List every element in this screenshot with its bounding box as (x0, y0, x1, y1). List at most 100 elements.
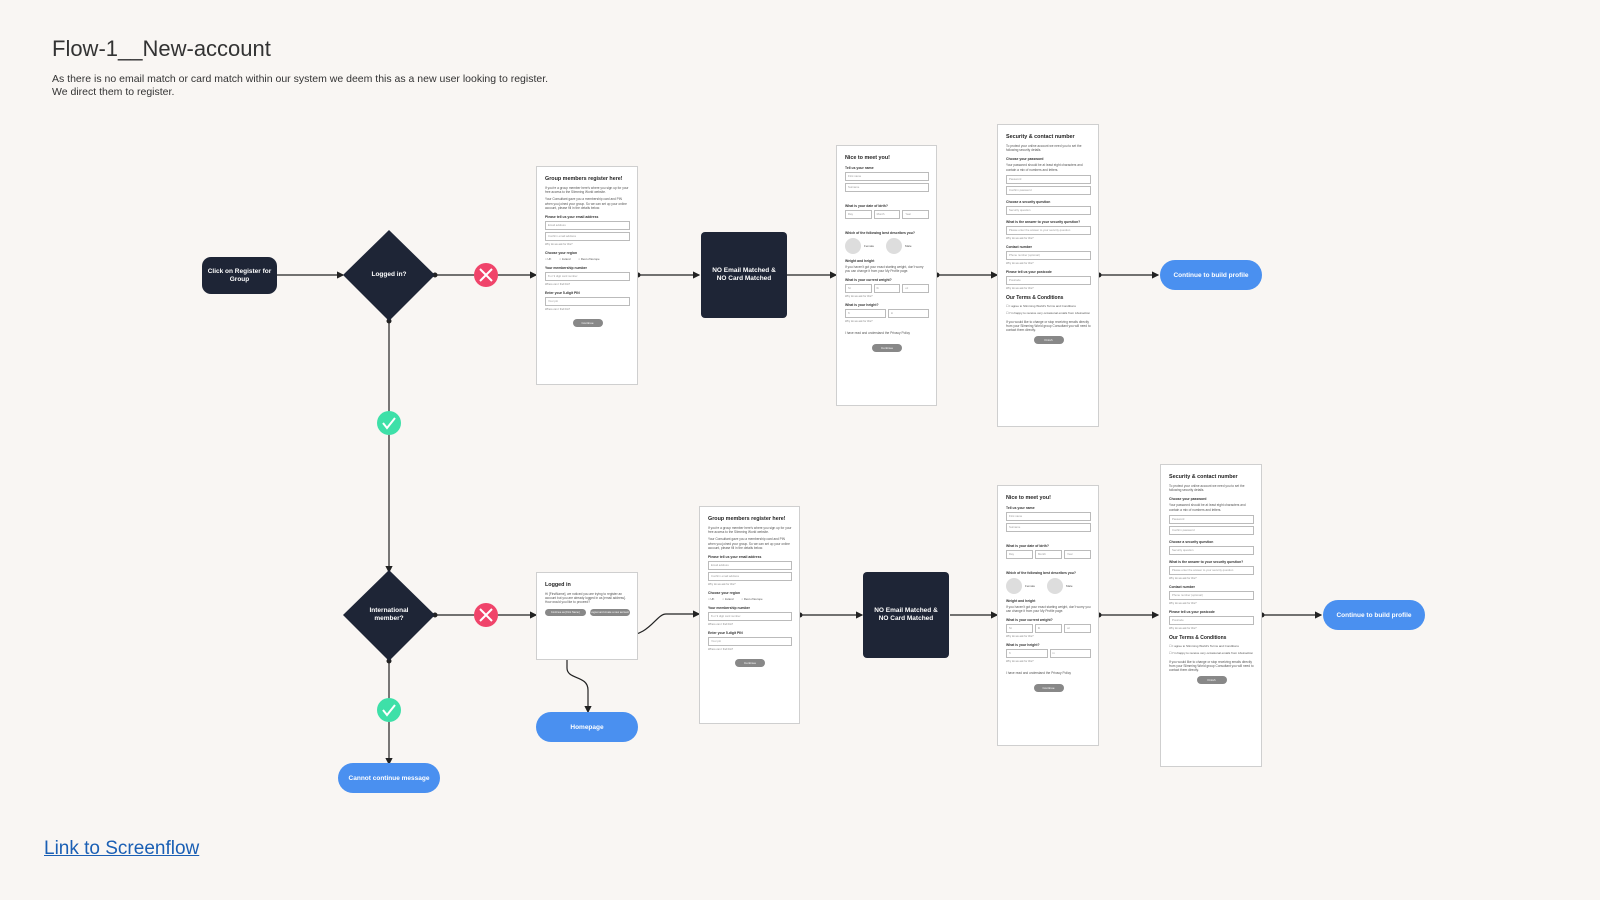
continue-button[interactable]: Continue (872, 343, 902, 352)
height-field[interactable]: in (888, 309, 929, 319)
weight-field[interactable]: St (845, 284, 872, 294)
confirm-email-field[interactable]: Confirm email address (708, 572, 792, 582)
screen-label: Your membership number (708, 606, 750, 611)
screen-heading: Nice to meet you! (1006, 495, 1051, 501)
privacy-text: I have read and understand the Privacy P… (1006, 671, 1072, 676)
password-field[interactable]: Password (1169, 514, 1254, 524)
security-question-select[interactable]: Security question (1169, 545, 1254, 555)
email-field[interactable]: Email address (545, 221, 630, 231)
pin-field[interactable]: Your pin (708, 637, 792, 647)
region-option[interactable]: Ireland (722, 597, 734, 601)
no-match-node-1: NO Email Matched & NO Card Matched (701, 232, 787, 318)
screen-label: What is your date of birth? (1006, 544, 1049, 548)
security-screen-2: Security & contact number To protect you… (1160, 464, 1262, 767)
height-field[interactable]: in (1049, 649, 1091, 659)
screen-text: To protect your online account we need y… (1006, 144, 1082, 153)
postcode-field[interactable]: Postcode (1169, 615, 1254, 625)
gender-male[interactable]: Male (886, 238, 912, 254)
dob-year-field[interactable]: Year (902, 210, 930, 219)
weight-field[interactable]: lb (873, 284, 901, 294)
security-answer-field[interactable]: Please enter the answer to your security… (1006, 225, 1091, 235)
email-field[interactable]: Email address (708, 561, 792, 571)
logout-create-button[interactable]: Logout and create a new account (589, 608, 630, 616)
weight-field[interactable]: lb (1035, 624, 1062, 634)
gender-female[interactable]: Female (845, 238, 874, 254)
finish-button[interactable]: Finish (1033, 336, 1064, 345)
confirm-password-field[interactable]: Confirm password (1169, 525, 1254, 535)
screen-note: Why do we ask for this? (845, 320, 873, 324)
terms-checkbox[interactable]: I agree to Slimming World's Terms and Co… (1006, 304, 1091, 308)
height-field[interactable]: ft (1006, 649, 1048, 659)
region-option[interactable]: UK (708, 597, 714, 601)
weight-field[interactable]: St (1006, 624, 1033, 634)
screen-label: Tell us your name (1006, 506, 1035, 510)
security-question-select[interactable]: Security question (1006, 205, 1091, 215)
surname-field[interactable]: Surname (1006, 523, 1091, 532)
first-name-field[interactable]: First name (1006, 512, 1091, 521)
pin-field[interactable]: Your pin (545, 297, 630, 307)
screen-note: Why do we ask for this? (845, 295, 873, 299)
register-screen-1: Group members register here! If you're a… (536, 166, 638, 385)
dob-month-field[interactable]: Month (1035, 550, 1062, 559)
dob-day-field[interactable]: Day (845, 210, 872, 219)
screen-note: Why do we ask for this? (708, 583, 736, 587)
confirm-email-field[interactable]: Confirm email address (545, 232, 630, 242)
terms-checkbox[interactable]: I agree to Slimming World's Terms and Co… (1169, 644, 1254, 648)
dob-day-field[interactable]: Day (1006, 550, 1033, 559)
continue-button[interactable]: Continue (735, 659, 765, 668)
start-node[interactable]: Click on Register for Group (202, 257, 277, 294)
region-option[interactable]: UK (545, 257, 551, 261)
region-radio-group[interactable]: UK Ireland Rest of Europe (708, 597, 792, 601)
membership-field[interactable]: 8 or 9 digit card number (545, 272, 630, 282)
surname-field[interactable]: Surname (845, 183, 929, 192)
cannot-continue-button[interactable]: Cannot continue message (338, 763, 440, 793)
emails-checkbox[interactable]: I'm happy to receive very occasional ema… (1006, 311, 1091, 315)
continue-as-user-button[interactable]: Continue as [First Name] (545, 608, 586, 616)
region-radio-group[interactable]: UK Ireland Rest of Europe (545, 257, 630, 261)
gender-female[interactable]: Female (1006, 578, 1035, 594)
gender-male[interactable]: Male (1047, 578, 1073, 594)
page-title: Flow-1__New-account (52, 36, 271, 61)
screen-text: Your password should be at least eight c… (1006, 163, 1083, 172)
height-field[interactable]: ft (845, 309, 886, 319)
screen-text: Your Consultant gave you a membership ca… (708, 537, 790, 550)
region-option[interactable]: Rest of Europe (578, 257, 600, 261)
dob-month-field[interactable]: Month (873, 210, 901, 219)
membership-field[interactable]: 8 or 9 digit card number (708, 612, 792, 622)
dob-year-field[interactable]: Year (1064, 550, 1091, 559)
continue-profile-button-1[interactable]: Continue to build profile (1160, 260, 1262, 290)
register-screen-2: Group members register here! If you're a… (699, 506, 800, 724)
close-icon (474, 603, 498, 627)
region-option[interactable]: Rest of Europe (741, 597, 763, 601)
screen-label: Contact number (1169, 584, 1195, 589)
screen-label: What is your height? (845, 303, 879, 308)
phone-field[interactable]: Phone number (optional) (1169, 590, 1254, 600)
weight-field[interactable]: oz (1064, 624, 1091, 634)
finish-button[interactable]: Finish (1196, 676, 1227, 685)
screen-text: If you would like to change or stop rece… (1169, 659, 1254, 673)
continue-button[interactable]: Continue (1033, 683, 1064, 692)
terms-heading: Our Terms & Conditions (1006, 294, 1064, 301)
screen-label: Choose your password (1006, 157, 1044, 162)
security-answer-field[interactable]: Please enter the answer to your security… (1169, 565, 1254, 575)
weight-field[interactable]: oz (902, 284, 930, 294)
phone-field[interactable]: Phone number (optional) (1006, 250, 1091, 260)
confirm-password-field[interactable]: Confirm password (1006, 185, 1091, 195)
region-option[interactable]: Ireland (559, 257, 571, 261)
screen-label: Weight and height (845, 259, 875, 263)
screenflow-link[interactable]: Link to Screenflow (44, 838, 200, 859)
screen-text: If you haven't got your exact starting w… (845, 265, 924, 274)
password-field[interactable]: Password (1006, 174, 1091, 184)
screen-label: Choose your region (708, 591, 741, 596)
homepage-button[interactable]: Homepage (536, 712, 638, 742)
postcode-field[interactable]: Postcode (1006, 275, 1091, 285)
first-name-field[interactable]: First name (845, 172, 929, 181)
continue-profile-button-2[interactable]: Continue to build profile (1323, 600, 1425, 630)
screen-note: Why do we ask for this? (1006, 660, 1034, 664)
screen-heading: Logged in (545, 582, 571, 588)
logged-in-screen: Logged in Hi [FirstName], we noticed you… (536, 572, 638, 660)
emails-checkbox[interactable]: I'm happy to receive very occasional ema… (1169, 651, 1254, 655)
continue-button[interactable]: Continue (572, 319, 603, 328)
screen-note: Why do we ask for this? (1006, 286, 1034, 290)
